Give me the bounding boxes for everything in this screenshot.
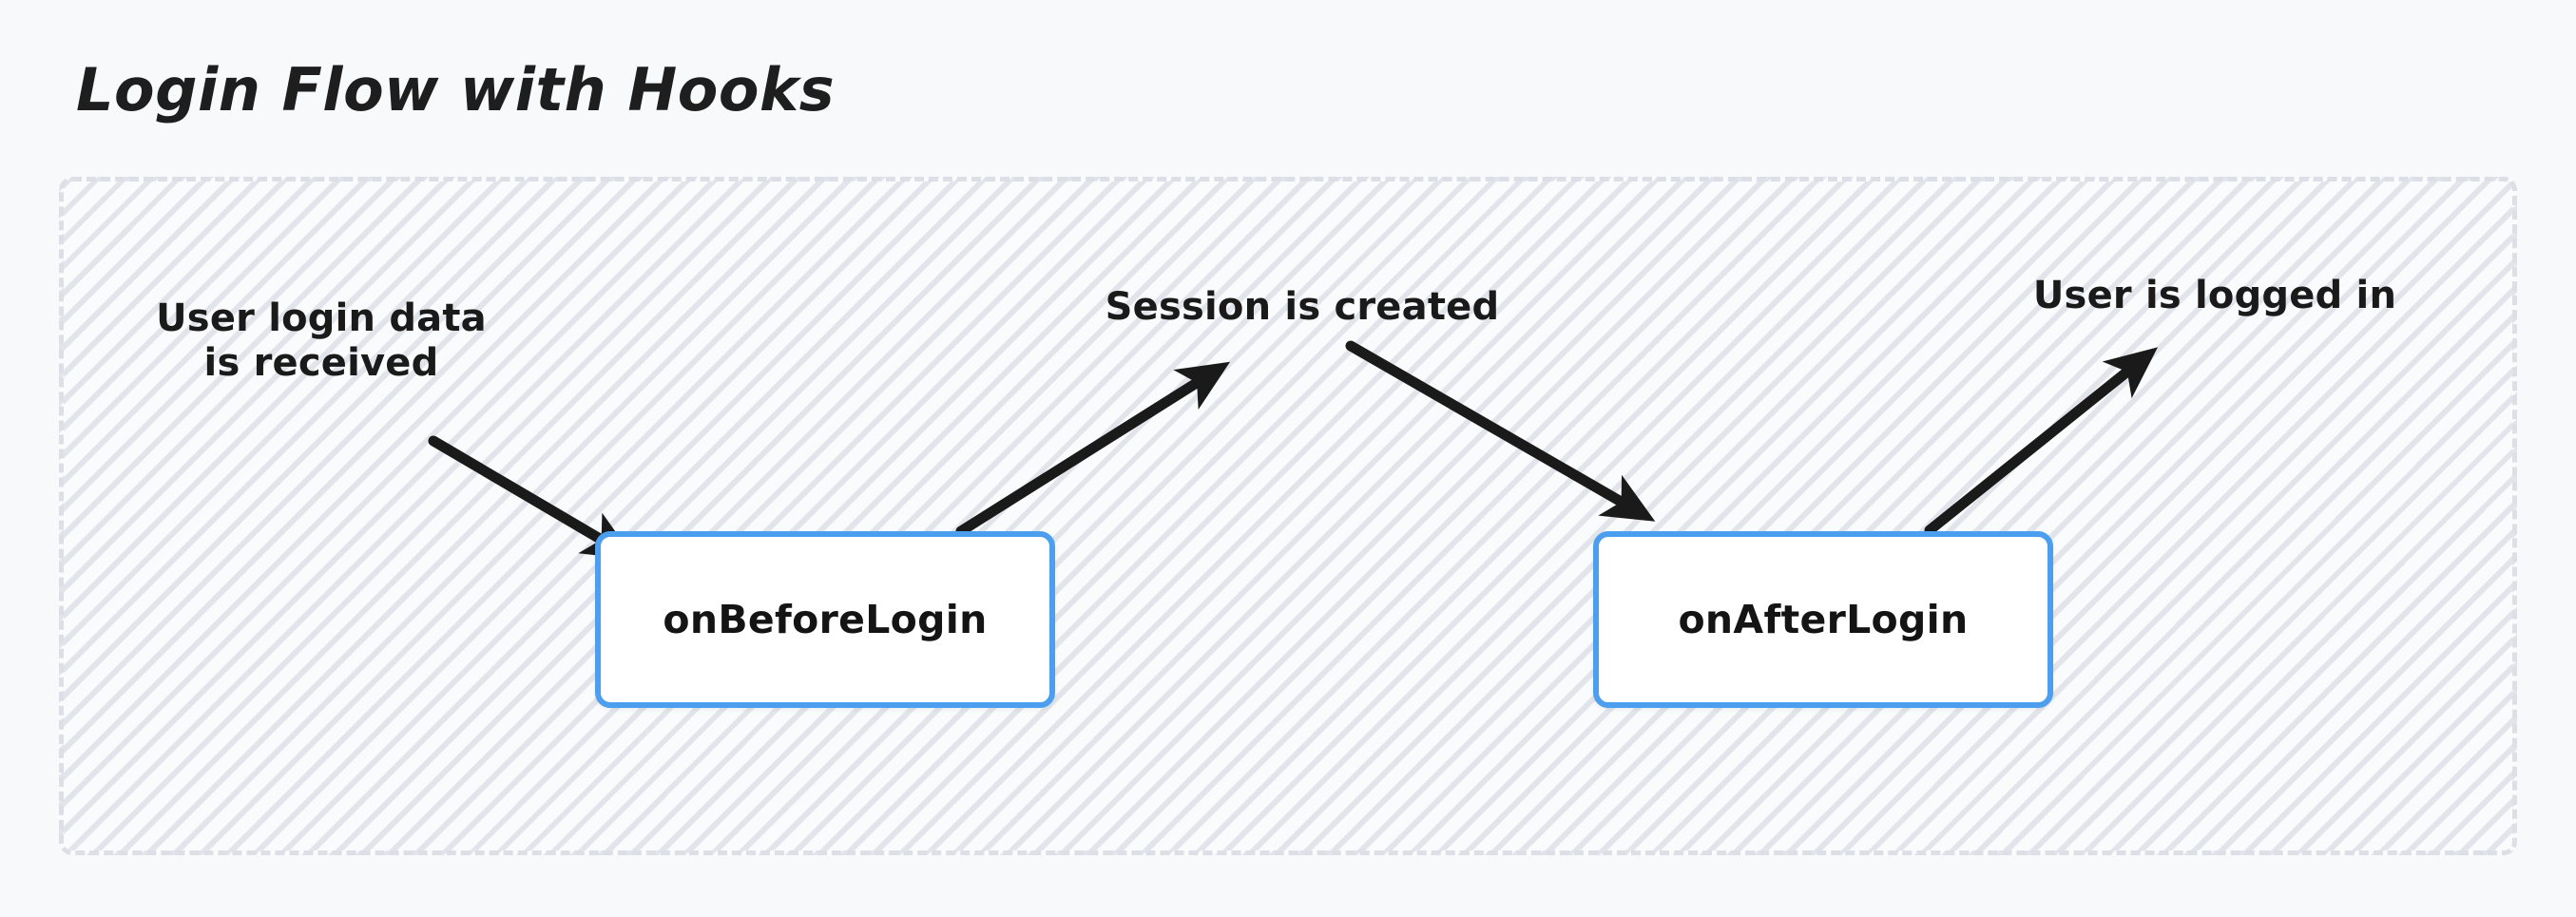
node-label-on-before-login: onBeforeLogin (663, 597, 988, 642)
annotation-user-login-data: User login data is received (156, 296, 487, 386)
annotation-session-created: Session is created (1105, 285, 1500, 329)
node-on-before-login[interactable]: onBeforeLogin (595, 531, 1055, 708)
page-title: Login Flow with Hooks (76, 55, 836, 124)
node-on-after-login[interactable]: onAfterLogin (1593, 531, 2053, 708)
node-label-on-after-login: onAfterLogin (1678, 597, 1969, 642)
annotation-user-logged-in: User is logged in (2032, 274, 2397, 317)
